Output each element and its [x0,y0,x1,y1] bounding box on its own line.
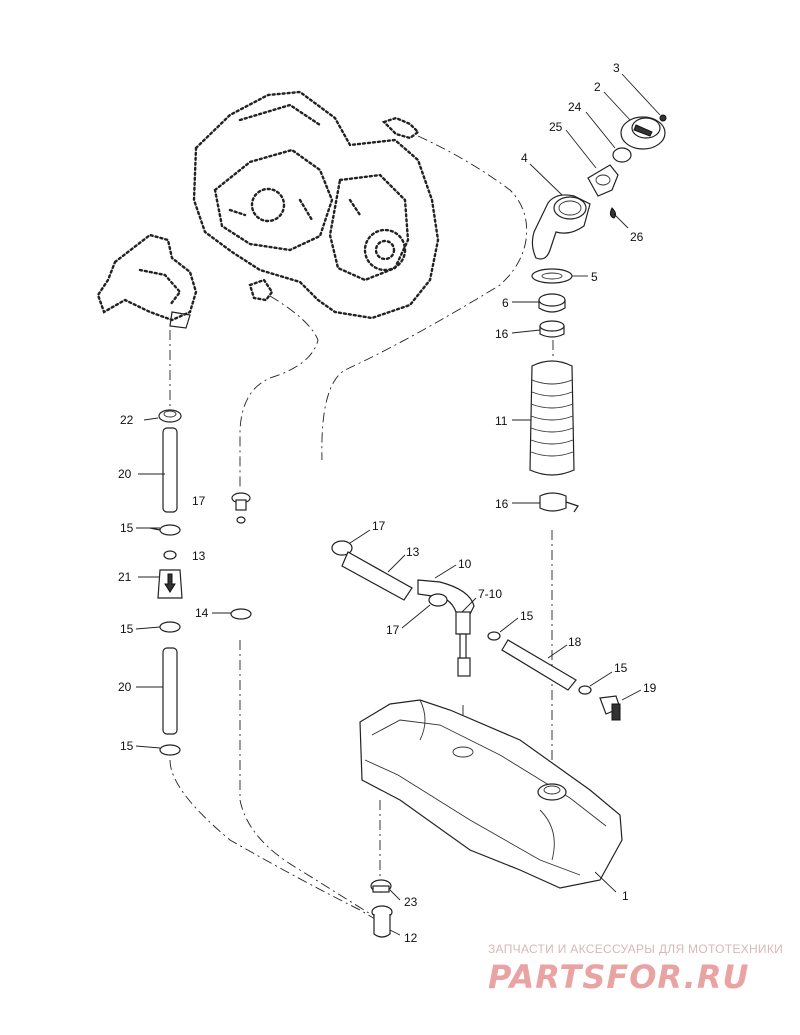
clamp-17-left [231,492,251,511]
callout-3: 3 [613,61,620,75]
callout-15-a: 15 [120,521,134,535]
callout-22: 22 [120,413,134,427]
clamp-14 [230,608,252,620]
callout-17-lower: 17 [386,623,400,637]
callout-17-center: 17 [372,519,386,533]
filter-13-cap [163,550,177,560]
filler-neck [531,194,591,260]
filler-cap [620,116,666,150]
callout-23: 23 [404,895,418,909]
callout-7-10: 7-10 [478,587,502,601]
callout-25: 25 [549,120,563,134]
pickup-12 [371,905,393,938]
hose-20-top [162,427,178,513]
clamp-15-e [578,685,592,695]
callout-15-b: 15 [120,622,134,636]
vent-valve-19 [599,695,621,721]
callout-15-d: 15 [520,609,534,623]
clamp-15-a [159,524,181,536]
callout-2: 2 [594,80,601,94]
clamp-15-d [487,631,501,641]
callout-15-c: 15 [120,739,134,753]
leader-lines [135,73,661,936]
fuel-tank [359,699,623,889]
engine-outline [192,90,440,320]
callout-14: 14 [195,606,209,620]
callout-11: 11 [495,414,508,428]
washer-5-inner [541,272,563,280]
clamp-17-lower [428,593,448,607]
grommet-23 [370,879,392,893]
callout-20-bottom: 20 [118,680,132,694]
clamp-16-bottom [539,492,579,513]
filler-neck-fitting [587,164,619,197]
callout-20-top: 20 [118,467,132,481]
clamp-16-top [539,320,565,338]
callout-10: 10 [458,557,472,571]
hose-end [236,516,246,524]
o-ring [612,147,632,163]
callout-17-left: 17 [192,494,206,508]
callout-26: 26 [630,230,644,244]
bellows-hose [529,360,575,476]
engine-fitting-left [248,278,274,302]
hose-20-bottom [162,647,178,735]
fuel-filter-21 [157,569,183,599]
callout-6: 6 [502,296,509,310]
callout-4: 4 [521,151,528,165]
watermark-tagline: ЗАПЧАСТИ И АКСЕССУАРЫ ДЛЯ МОТОТЕХНИКИ [488,942,783,956]
callout-1: 1 [622,889,629,903]
callout-18: 18 [568,635,582,649]
callout-5: 5 [591,270,598,284]
callout-15-e: 15 [614,661,628,675]
hose-13-center [341,551,413,601]
callout-16-top: 16 [495,327,509,341]
clamp-15-c [159,744,181,756]
callout-12: 12 [404,931,418,945]
engine-fitting-top [381,116,420,140]
callout-labels: 3 2 24 25 4 26 5 6 16 11 16 1 12 23 22 2… [118,61,657,945]
fuel-pump-outline [96,233,198,329]
bushing-6 [538,293,566,313]
clamp-15-b [159,621,181,633]
callout-19: 19 [643,681,657,695]
watermark: ЗАПЧАСТИ И АКСЕССУАРЫ ДЛЯ МОТОТЕХНИКИ PA… [488,942,783,996]
callout-21: 21 [118,570,132,584]
t-fitting [417,579,475,677]
clamp-17-center [331,540,353,556]
callout-13-center: 13 [406,545,420,559]
callout-13-left: 13 [192,549,206,563]
drain-drop [609,207,617,219]
callout-16-bottom: 16 [495,497,509,511]
hose-18 [501,639,577,691]
callout-24: 24 [568,100,582,114]
cap-pin [659,114,667,122]
grommet-22 [158,409,182,423]
washer-5 [531,268,573,284]
watermark-logo: PARTSFOR.RU [488,958,749,996]
